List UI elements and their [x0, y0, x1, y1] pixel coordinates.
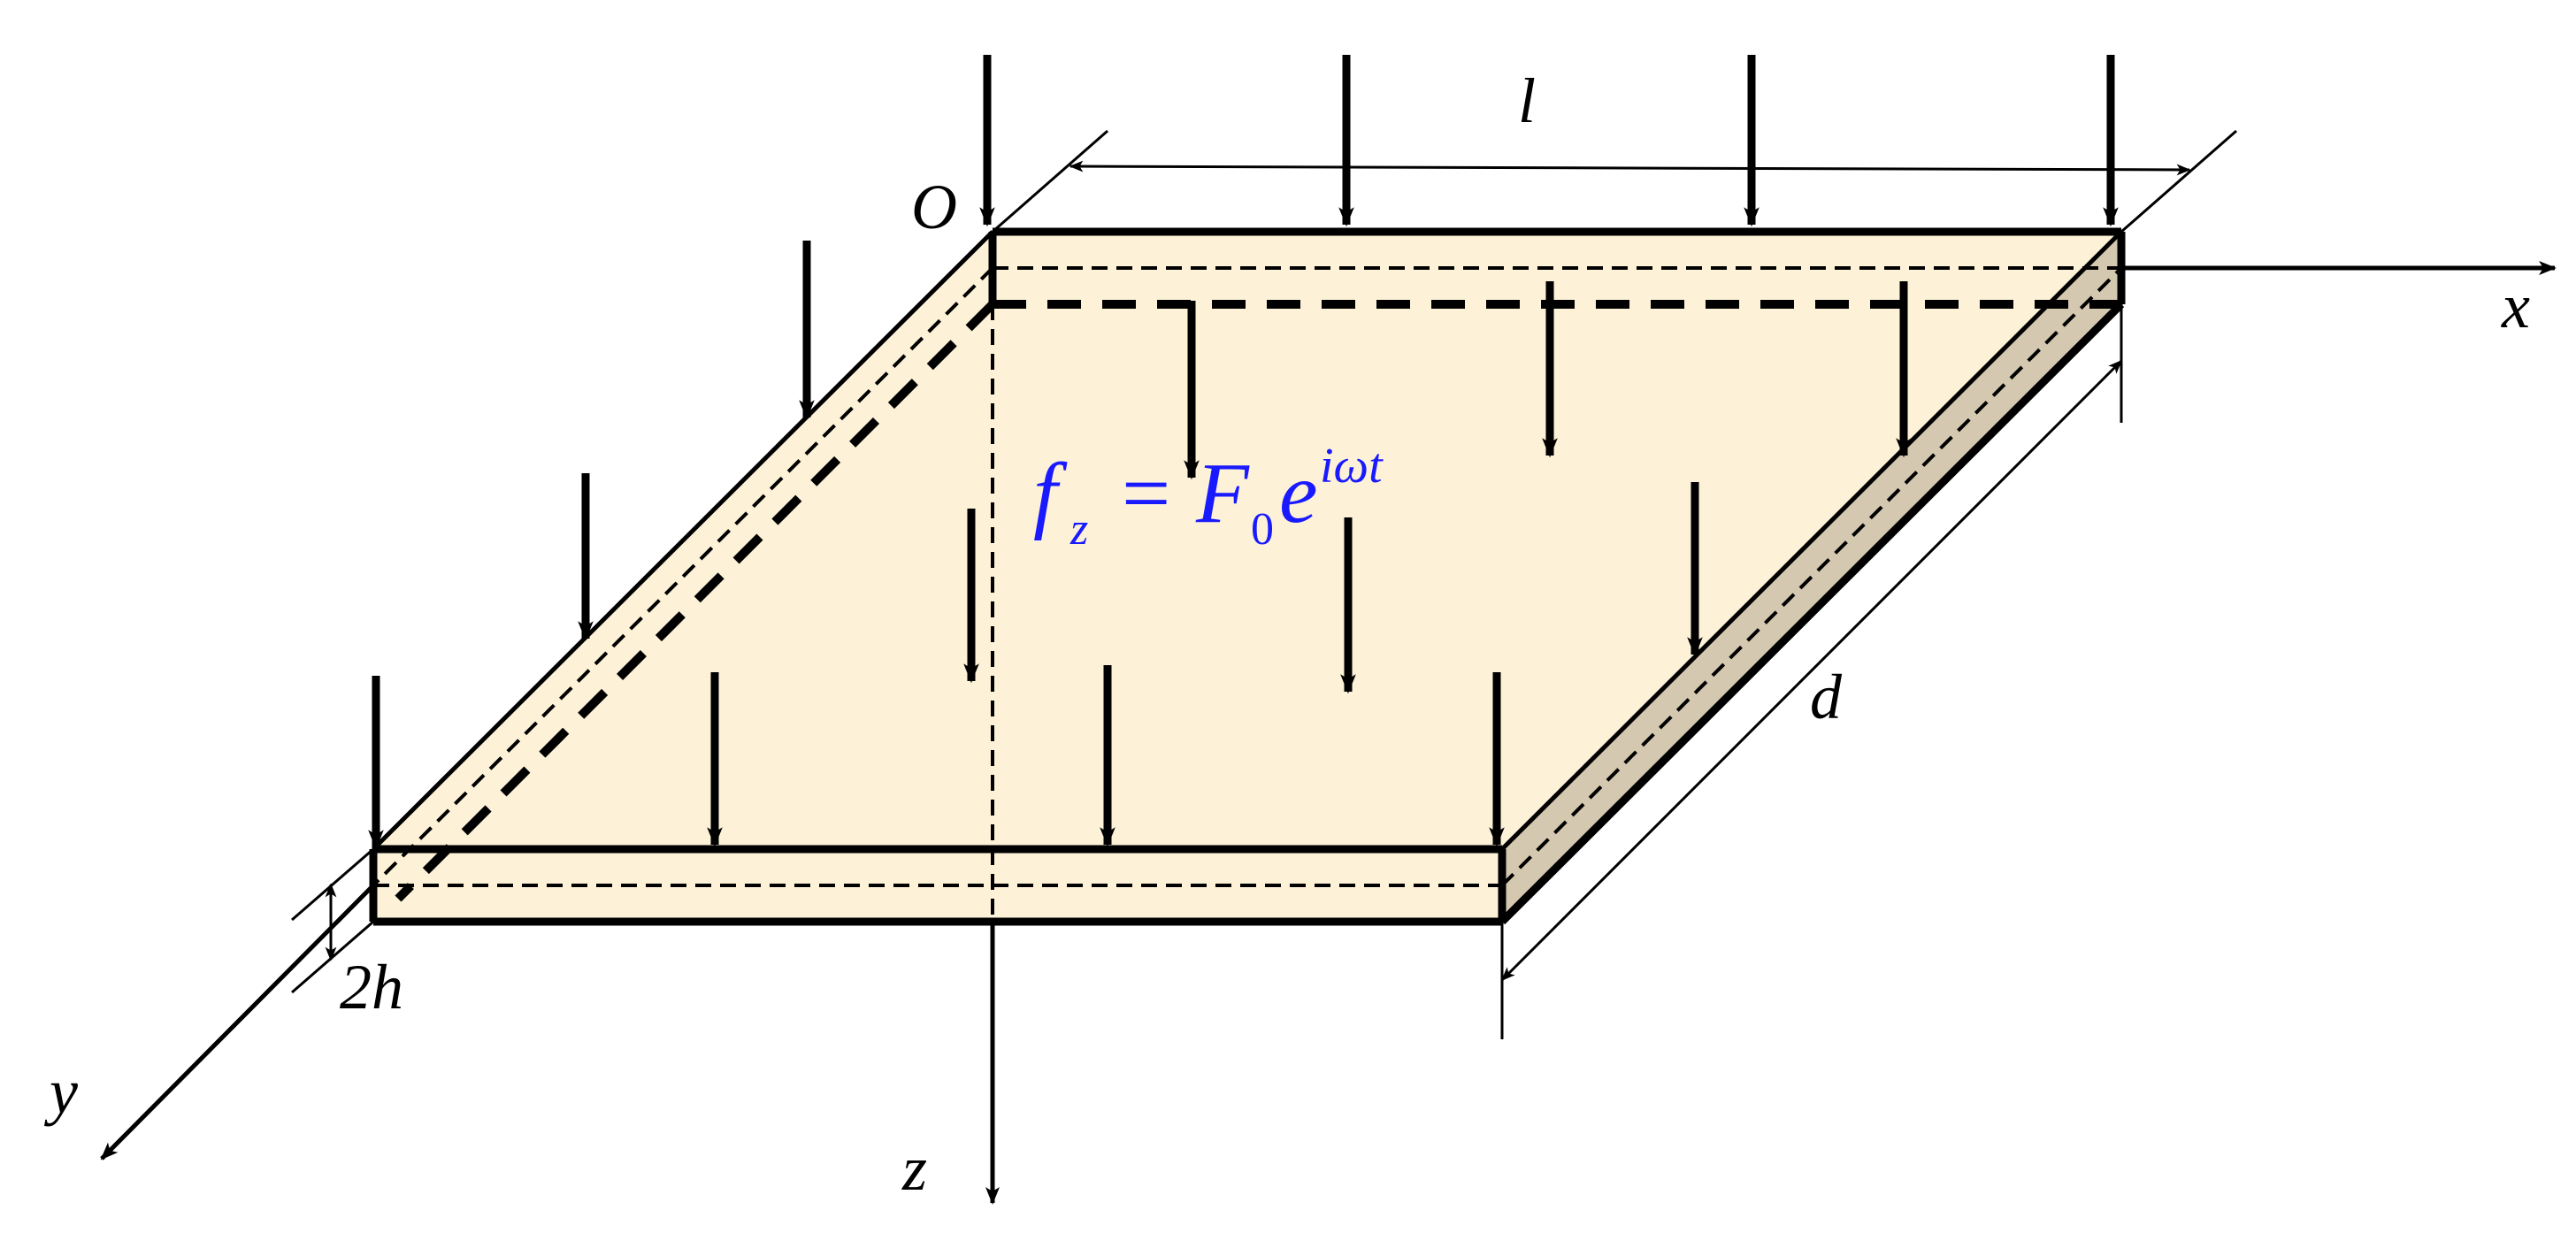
formula-f-subscript: z: [1070, 504, 1088, 555]
thickness-dimension: [291, 847, 374, 994]
formula-equals: =: [1122, 446, 1170, 541]
svg-text:F: F: [1195, 446, 1250, 541]
y-axis: [100, 884, 375, 1160]
x-axis-label: x: [2501, 271, 2530, 341]
origin-label: O: [911, 172, 957, 242]
formula-F: F: [1195, 446, 1250, 541]
length-dimension: [992, 129, 2237, 234]
formula-F-subscript: 0: [1251, 504, 1274, 555]
formula-e: e: [1279, 446, 1318, 541]
z-axis-label: z: [901, 1133, 927, 1204]
svg-text:e: e: [1279, 446, 1318, 541]
thickness-label: 2h: [340, 952, 403, 1022]
plate-front-face: [373, 849, 1502, 922]
load-arrows: [368, 55, 2119, 850]
hidden-bottom-edges: [395, 300, 2121, 902]
load-formula: f z = F 0 e iωt: [1033, 439, 1384, 555]
plate-left-side-face: [373, 232, 993, 922]
svg-text:z: z: [1070, 504, 1088, 555]
svg-text:iωt: iωt: [1320, 439, 1384, 494]
svg-text:=: =: [1122, 446, 1170, 541]
plate: [369, 227, 2126, 926]
svg-text:0: 0: [1251, 504, 1274, 555]
formula-exponent: iωt: [1320, 439, 1384, 494]
width-label: d: [1810, 662, 1843, 732]
width-dimension: [1500, 304, 2123, 1039]
length-label: l: [1518, 65, 1536, 136]
y-axis-label: y: [43, 1056, 78, 1127]
